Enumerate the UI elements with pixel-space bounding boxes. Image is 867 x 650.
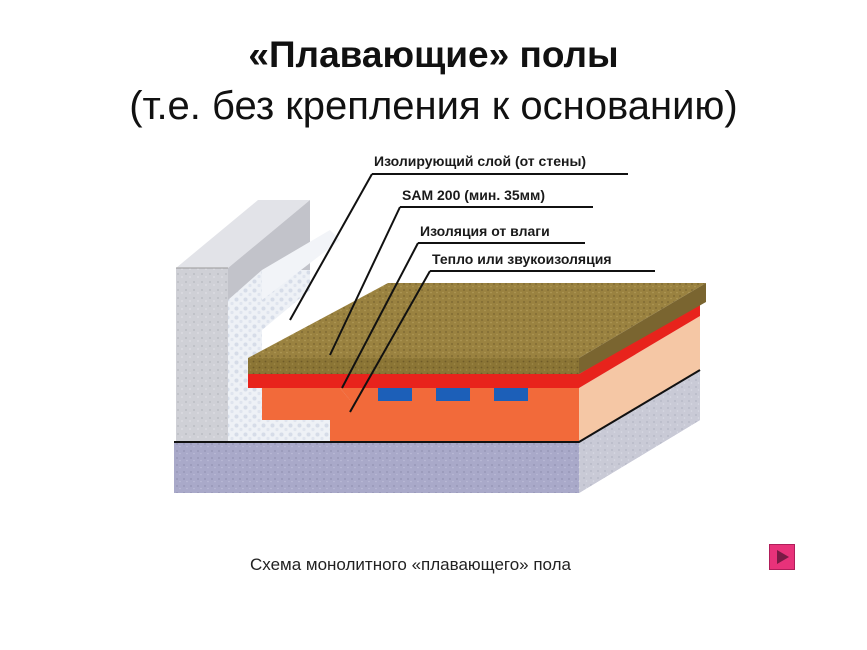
leader-lines [289, 173, 655, 413]
slide-subtitle: (т.е. без крепления к основанию) [129, 84, 738, 128]
heating-pipes [378, 388, 528, 401]
screed-layer [248, 283, 706, 374]
edge-insulation-strip [228, 230, 340, 442]
label-screed: SAM 200 (мин. 35мм) [402, 187, 545, 203]
slide-title: «Плавающие» полы [248, 34, 619, 75]
label-thermal-insulation: Тепло или звукоизоляция [432, 251, 611, 267]
diagram-caption: Схема монолитного «плавающего» пола [250, 555, 572, 574]
moisture-barrier [248, 302, 700, 388]
play-triangle-icon [777, 550, 789, 564]
label-moisture-barrier: Изоляция от влаги [420, 223, 550, 239]
insulation-layer [262, 316, 700, 442]
label-edge-insulation: Изолирующий слой (от стены) [374, 153, 586, 169]
next-slide-button[interactable] [769, 544, 795, 570]
